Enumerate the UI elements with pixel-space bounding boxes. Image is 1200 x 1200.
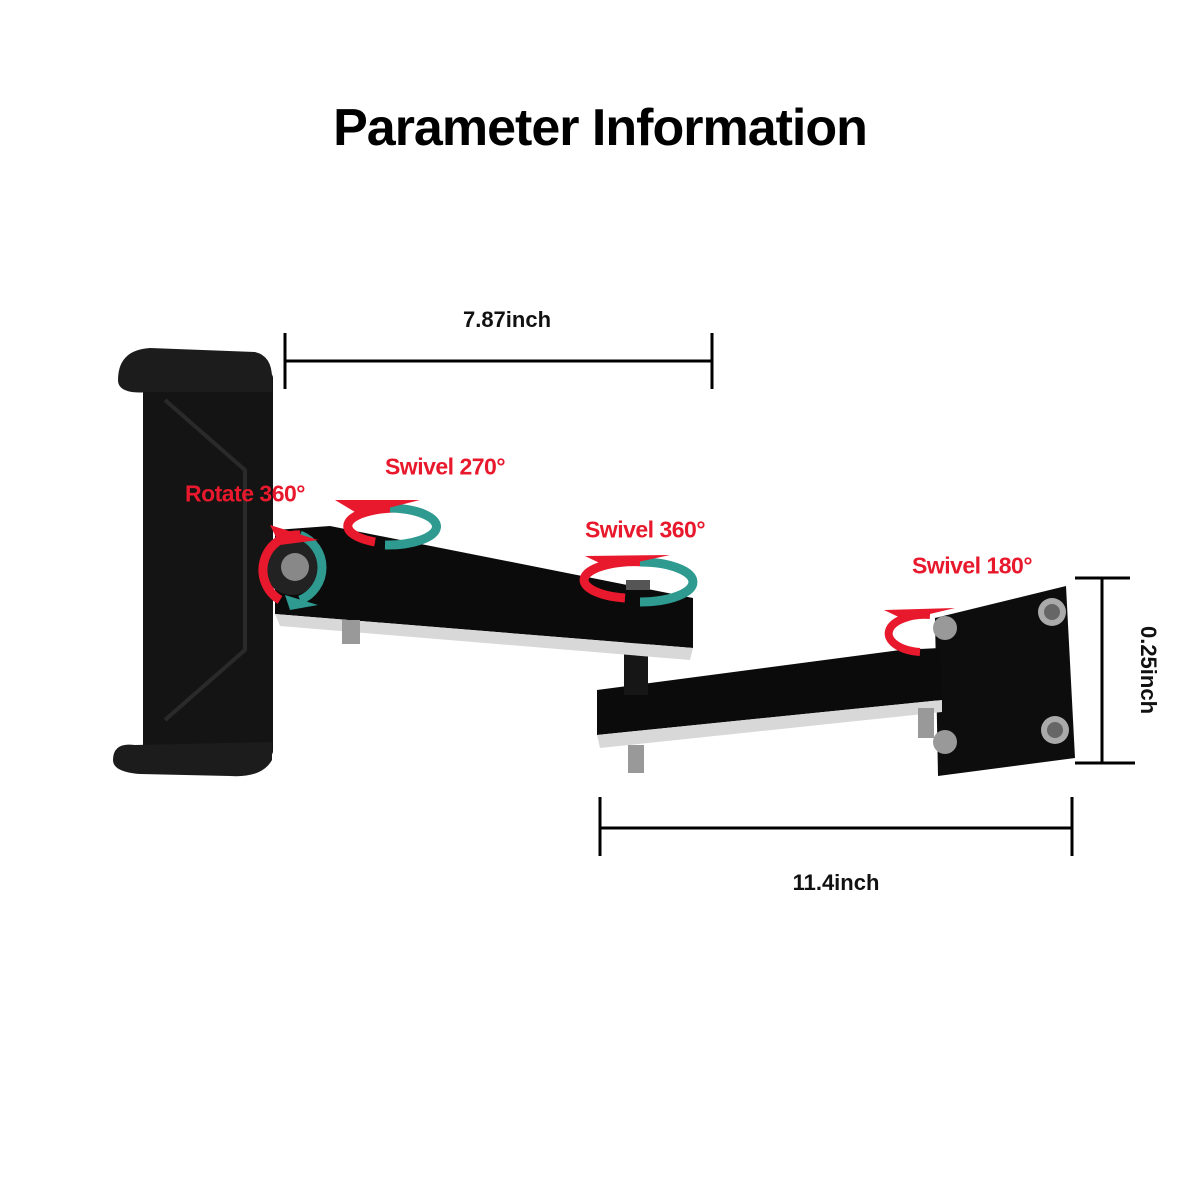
- dimension-line-bottom: [598, 797, 1074, 856]
- wall-plate: [933, 586, 1075, 776]
- plate-height-label: 0.25inch: [1136, 625, 1161, 715]
- rotate-label: Rotate 360°: [184, 480, 306, 507]
- rotate-arrow-icon: [258, 525, 327, 610]
- swivel-180-arrow-icon: [884, 608, 955, 656]
- arm-length-label: 7.87inch: [462, 307, 552, 332]
- total-length-label: 11.4inch: [792, 870, 880, 895]
- swivel-360-arrow-icon: [579, 555, 698, 607]
- page-title: Parameter Information: [333, 99, 868, 157]
- dimension-line-top: [283, 333, 714, 389]
- upper-arm: [275, 526, 693, 660]
- tablet-clamp: [113, 348, 320, 777]
- lower-arm: [597, 640, 942, 773]
- swivel-180-label: Swivel 180°: [911, 552, 1033, 579]
- swivel-270-label: Swivel 270°: [384, 453, 506, 480]
- dimension-line-vertical: [1075, 576, 1135, 765]
- swivel-270-arrow-icon: [335, 500, 441, 550]
- swivel-360-label: Swivel 360°: [584, 516, 706, 543]
